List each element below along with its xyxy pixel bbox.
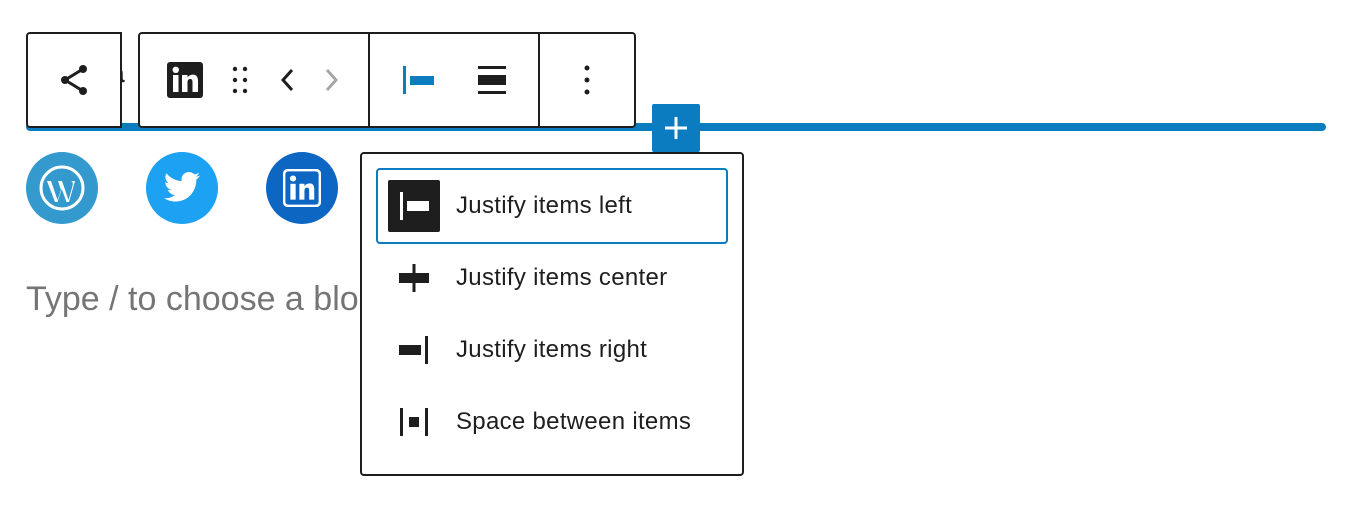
menu-item-space-between[interactable]: Space between items [376, 384, 728, 460]
justify-stretch-icon [477, 66, 506, 94]
menu-item-label: Space between items [456, 408, 692, 435]
plus-icon [665, 117, 687, 139]
social-icon-twitter[interactable] [146, 152, 218, 224]
chevron-right-icon [325, 68, 338, 92]
drag-handle-icon [232, 66, 247, 94]
menu-item-label: Justify items center [456, 264, 668, 291]
block-toolbar [138, 32, 636, 128]
toolbar-group-justify [368, 34, 538, 126]
social-icon-linkedin[interactable] [266, 152, 338, 224]
menu-item-label: Justify items right [456, 336, 648, 363]
justify-space-between-icon [388, 396, 440, 448]
justify-center-icon [388, 252, 440, 304]
share-icon [61, 65, 87, 95]
block-type-button[interactable] [166, 62, 203, 98]
share-toolbar-button[interactable] [26, 32, 122, 128]
linkedin-icon [166, 62, 203, 98]
menu-item-justify-right[interactable]: Justify items right [376, 312, 728, 388]
justify-right-icon [388, 324, 440, 376]
more-vertical-icon [584, 65, 590, 95]
justify-left-icon [388, 180, 440, 232]
menu-item-justify-center[interactable]: Justify items center [376, 240, 728, 316]
more-options-button[interactable] [582, 63, 592, 97]
menu-item-justify-left[interactable]: Justify items left [376, 168, 728, 244]
menu-item-label: Justify items left [456, 192, 633, 219]
social-icon-wordpress[interactable] [26, 152, 98, 224]
toolbar-group-options [538, 34, 634, 126]
justify-left-icon [402, 66, 434, 94]
move-left-button[interactable] [277, 65, 297, 95]
twitter-icon [164, 172, 200, 202]
move-right-button[interactable] [322, 65, 342, 95]
chevron-left-icon [280, 68, 293, 92]
toolbar-group-block [140, 34, 368, 126]
drag-handle-button[interactable] [228, 63, 252, 97]
wordpress-icon [39, 165, 85, 211]
linkedin-icon [283, 169, 321, 207]
justify-menu: Justify items left Justify items center … [360, 152, 744, 476]
block-inserter-button[interactable] [652, 104, 700, 152]
block-placeholder[interactable]: Type / to choose a block [26, 280, 393, 318]
justify-stretch-button[interactable] [475, 62, 509, 98]
justify-toolbar-button[interactable] [400, 62, 436, 98]
